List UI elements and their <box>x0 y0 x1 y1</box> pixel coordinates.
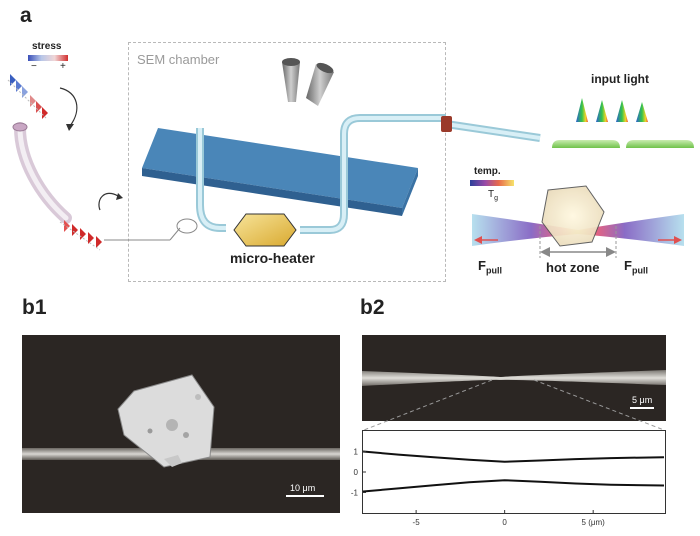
profile-line-1 <box>362 450 665 463</box>
micro-heater-hexagon <box>233 213 297 247</box>
b1-micrograph-art <box>22 374 340 497</box>
stress-colorbar <box>28 55 68 61</box>
input-light-label: input light <box>591 72 649 86</box>
tg-label: Tg <box>488 189 498 202</box>
tg-main: T <box>488 189 495 200</box>
x-tick-label: 0 <box>502 518 507 527</box>
micro-heater-label: micro-heater <box>230 250 315 266</box>
b2-profile-chart: 1 0 -1 -5 0 5 (μm) <box>351 448 665 527</box>
b1-scalebar-label: 10 μm <box>290 483 316 493</box>
crystal-hexagon <box>541 185 605 247</box>
b2-micrograph-art <box>362 370 666 409</box>
f-pull-right-label: Fpull <box>624 258 648 276</box>
y-tick-label: 1 <box>354 448 359 457</box>
panel-a-diagram <box>7 58 694 258</box>
b2-scalebar-label: 5 μm <box>632 395 653 405</box>
f-pull-right-main: F <box>624 258 632 273</box>
sem-chamber-label: SEM chamber <box>137 52 220 67</box>
input-light-glow-left <box>552 140 620 148</box>
hot-zone-label: hot zone <box>546 260 600 275</box>
input-light-pulses <box>576 98 648 122</box>
y-tick-label: 0 <box>354 468 359 477</box>
b2-profile-chart-frame <box>362 430 666 514</box>
stress-plus-label: + <box>60 61 66 72</box>
stress-legend-title: stress <box>32 41 62 52</box>
input-light-glow-right <box>626 140 694 148</box>
f-pull-right-sub: pull <box>631 265 648 276</box>
panel-b2-label: b2 <box>360 296 385 319</box>
temp-label: temp. <box>474 166 501 177</box>
substrate-slab <box>142 128 418 216</box>
temp-colorbar <box>470 180 514 186</box>
f-pull-left-main: F <box>478 258 486 273</box>
b1-micrograph: 10 μm <box>22 335 340 513</box>
f-pull-left-label: Fpull <box>478 258 502 276</box>
f-pull-left-sub: pull <box>485 265 502 276</box>
b2-micrograph: 5 μm <box>362 335 666 421</box>
b1-crystal <box>117 374 215 468</box>
panel-b1-label: b1 <box>22 296 47 319</box>
stress-arrows-top <box>7 74 48 119</box>
fiber-connector <box>441 116 452 132</box>
x-tick-label: -5 <box>413 518 421 527</box>
x-tick-label: 5 (μm) <box>582 518 606 527</box>
tg-sub: g <box>494 195 499 202</box>
sem-chamber-box <box>128 42 446 282</box>
panel-a-label: a <box>20 4 32 27</box>
stress-arrows-bottom <box>59 220 102 251</box>
profile-line-2 <box>362 479 665 493</box>
stress-minus-label: − <box>31 61 37 72</box>
sem-detector-cones <box>282 58 334 106</box>
y-tick-label: -1 <box>351 489 359 498</box>
